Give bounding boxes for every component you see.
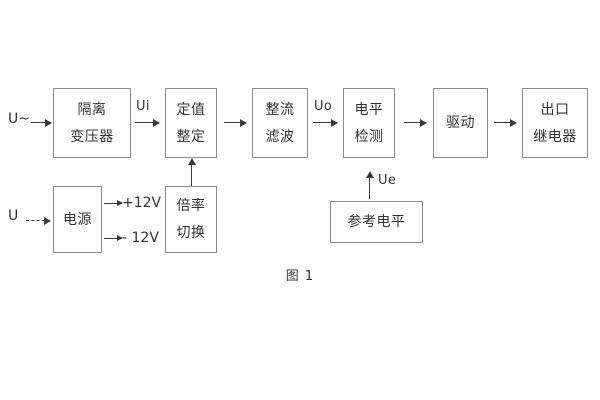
arrow-rail-negative <box>104 235 123 241</box>
block-setpoint-adjust-line-2: 整定 <box>176 128 206 145</box>
ac-input-terminal-label: U~ <box>8 111 30 127</box>
block-level-detect: 电平 检测 <box>343 88 395 158</box>
block-rectify-filter-line-1: 整流 <box>265 101 295 118</box>
signal-label-ue: Ue <box>378 173 397 188</box>
block-power-supply-line-1: 电源 <box>63 211 92 228</box>
arrow-dc-input-to-power-supply <box>26 216 51 225</box>
block-multiplier-switch-line-2: 切换 <box>176 225 206 241</box>
figure-caption: 图 1 <box>285 269 315 284</box>
rail-negative-label: - 12V <box>122 230 159 246</box>
block-rectify-filter-line-2: 滤波 <box>265 128 295 145</box>
arrow-level-detect-to-drive <box>404 118 427 127</box>
block-output-relay-line-1: 出口 <box>540 101 570 118</box>
arrow-rail-positive <box>104 200 123 206</box>
block-isolation-transformer-line-2: 变压器 <box>70 128 114 145</box>
arrow-drive-to-output-relay <box>494 118 517 127</box>
block-level-detect-line-2: 检测 <box>354 128 384 145</box>
block-drive-line-1: 驱动 <box>446 115 475 131</box>
block-drive: 驱动 <box>433 88 488 158</box>
block-level-detect-line-1: 电平 <box>354 101 384 118</box>
block-power-supply: 电源 <box>53 186 102 253</box>
block-setpoint-adjust-line-1: 定值 <box>176 101 206 118</box>
block-reference-level-line-1: 参考电平 <box>347 214 406 230</box>
arrow-reference-level-to-level-detect <box>365 171 374 199</box>
block-reference-level: 参考电平 <box>330 201 423 243</box>
block-isolation-transformer: 隔离 变压器 <box>53 88 131 158</box>
block-output-relay-line-2: 继电器 <box>533 128 577 145</box>
block-rectify-filter: 整流 滤波 <box>252 88 308 158</box>
rail-positive-label: +12V <box>122 195 162 211</box>
block-multiplier-switch: 倍率 切换 <box>165 186 217 253</box>
arrow-setpoint-adjust-to-rectify-filter <box>224 118 247 127</box>
block-setpoint-adjust: 定值 整定 <box>165 88 217 158</box>
arrow-ac-input-to-isolation-transformer <box>31 118 52 127</box>
block-multiplier-switch-line-1: 倍率 <box>176 198 206 214</box>
dc-input-terminal-label: U <box>8 208 19 224</box>
arrow-multiplier-switch-to-setpoint-adjust <box>187 158 196 186</box>
arrow-isolation-transformer-to-setpoint-adjust <box>135 118 160 127</box>
signal-label-ui: Ui <box>136 99 150 114</box>
block-output-relay: 出口 继电器 <box>522 88 588 158</box>
signal-label-uo: Uo <box>314 99 333 114</box>
arrow-rectify-filter-to-level-detect <box>313 118 338 127</box>
block-isolation-transformer-line-1: 隔离 <box>77 101 107 118</box>
